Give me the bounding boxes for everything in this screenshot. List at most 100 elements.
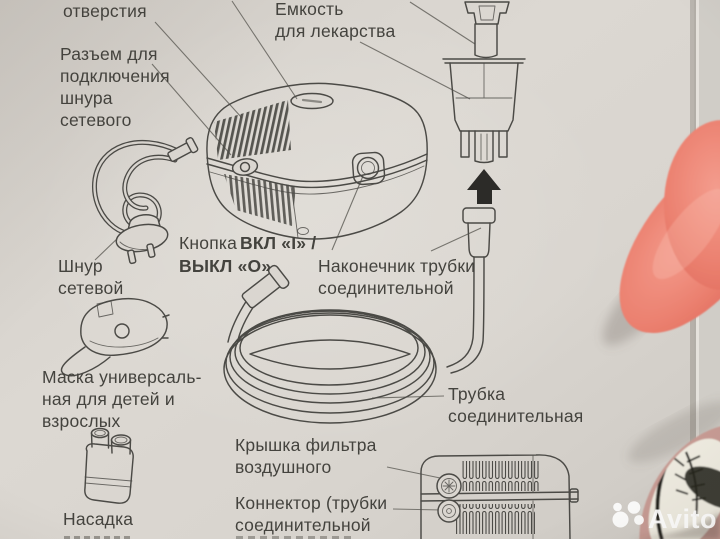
mask-body: [80, 297, 168, 357]
coil-end-connector: [241, 264, 290, 309]
power-plug: [115, 214, 169, 265]
cord-connector-cap: [185, 137, 199, 154]
nozzle-drawing: [84, 427, 134, 504]
foot-detail: [297, 227, 309, 235]
power-button-center: [361, 161, 375, 175]
label-nozzle: Насадка: [63, 509, 133, 529]
tube-tip-cap: [462, 207, 496, 224]
label-mask-3: взрослых: [42, 411, 121, 431]
avito-watermark: Avito: [612, 501, 717, 534]
label-tube-tip-2: соединительной: [318, 278, 454, 298]
label-medicine-cup-2: для лекарства: [275, 21, 395, 41]
label-tube-connector-1: Коннектор (трубки: [235, 493, 387, 513]
band-end-cap: [569, 488, 579, 503]
mask-top-port: [96, 300, 114, 318]
filter-cover-spokes: [442, 479, 456, 493]
label-power-button-prefix: Кнопка: [179, 233, 237, 253]
leader-tube: [371, 395, 445, 399]
label-tube-connector-2: соединительной: [235, 515, 371, 535]
corner-shadow: [630, 512, 720, 539]
coil-ring-1: [223, 314, 437, 424]
connector-cap: [267, 264, 290, 289]
label-medicine-cup-1: Емкость: [275, 0, 344, 19]
label-power-cord-1: Шнур: [58, 256, 103, 276]
plug-prong-2: [146, 243, 156, 258]
cup-body: [449, 62, 519, 132]
mask-drawing: [60, 297, 170, 377]
nozzle-body: [84, 443, 134, 504]
nozzle-cyl2-inner: [114, 436, 128, 444]
mask-cheek-line: [89, 337, 159, 348]
label-tube-2: соединительная: [448, 406, 583, 426]
assembly-arrow-icon: [467, 169, 501, 204]
label-filter-cover-1: Крышка фильтра: [235, 435, 377, 455]
label-power-socket-1: Разъем для: [60, 44, 158, 64]
plug-prongs: [127, 243, 156, 265]
label-power-socket-4: сетевого: [60, 110, 132, 130]
connector-circle: [437, 499, 461, 523]
finger: [619, 120, 720, 334]
leader-filter-cover: [386, 466, 446, 480]
bottom-view-outline: [420, 454, 571, 539]
connector-circle-dot: [446, 508, 452, 514]
tube-line-1: [446, 256, 475, 368]
power-button-bezel: [351, 151, 386, 186]
mask-vent-hole: [114, 323, 130, 339]
tube-tip-body: [467, 222, 491, 258]
bottom-slots-row1: [462, 461, 540, 491]
photo-right-side: [602, 0, 720, 539]
label-power-button-off: ВЫКЛ «О»: [179, 256, 271, 276]
mask-notches: [161, 314, 170, 339]
nozzle-seams: [84, 476, 133, 488]
cup-cap-drawing: [464, 1, 510, 59]
coil-ring-5: [239, 310, 419, 386]
label-mask-2: ная для детей и: [42, 389, 175, 409]
leader-vent-holes: [154, 21, 243, 119]
plug-disc: [115, 223, 169, 253]
vent-slots-upper: [214, 100, 291, 160]
leader-top-cut: [231, 0, 298, 100]
power-cord-drawing: [92, 137, 199, 265]
air-outlet-port-inner: [239, 161, 251, 173]
tube-tip-drawing: [446, 207, 496, 374]
label-tube-tip-1: Наконечник трубки: [318, 256, 475, 276]
cup-stem-lines: [480, 133, 488, 161]
nail-art-dark-mass: [684, 466, 720, 510]
label-vent-holes: отверстия: [63, 1, 147, 21]
cap-inner: [478, 5, 496, 21]
label-power-socket-2: подключения: [60, 66, 170, 86]
cord-strand2-core: [123, 156, 177, 210]
plug-prong-1: [127, 249, 137, 265]
mask-strap: [60, 346, 111, 377]
compressor-outline: [206, 82, 428, 240]
leader-cup-cap: [409, 1, 476, 45]
air-tube-coil-drawing: [223, 264, 437, 424]
avito-logo-icon: [612, 501, 644, 528]
nozzle-cyl1-top: [90, 427, 110, 439]
leader-tube-connector: [392, 508, 443, 511]
label-mask-1: Маска универсаль-: [42, 367, 202, 387]
power-button-ring: [356, 156, 380, 180]
cup-center-stem: [474, 130, 494, 164]
label-power-button-on: ВКЛ «I» /: [240, 233, 316, 253]
filter-cover-inner: [441, 478, 457, 494]
front-corner-line: [290, 185, 299, 239]
nozzle-cyl2-top: [110, 434, 132, 446]
plug-disc-line: [119, 241, 165, 250]
cup-legs: [460, 130, 508, 158]
tube-line-2: [450, 256, 485, 374]
watermark-text: Avito: [648, 504, 717, 534]
medicine-cup-drawing: [442, 58, 526, 164]
top-logo-mark: [301, 98, 323, 104]
cord-device-connector: [167, 137, 199, 163]
nozzle-cyl1-inner: [94, 429, 106, 437]
labels: отверстия Разъем для подключения шнура с…: [42, 0, 583, 535]
vent-slots-lower: [224, 174, 296, 226]
leader-tube-tip: [430, 227, 482, 252]
coil-ring-4: [234, 309, 426, 395]
cap-stem: [474, 23, 498, 59]
label-filter-cover-2: воздушного: [235, 457, 331, 477]
